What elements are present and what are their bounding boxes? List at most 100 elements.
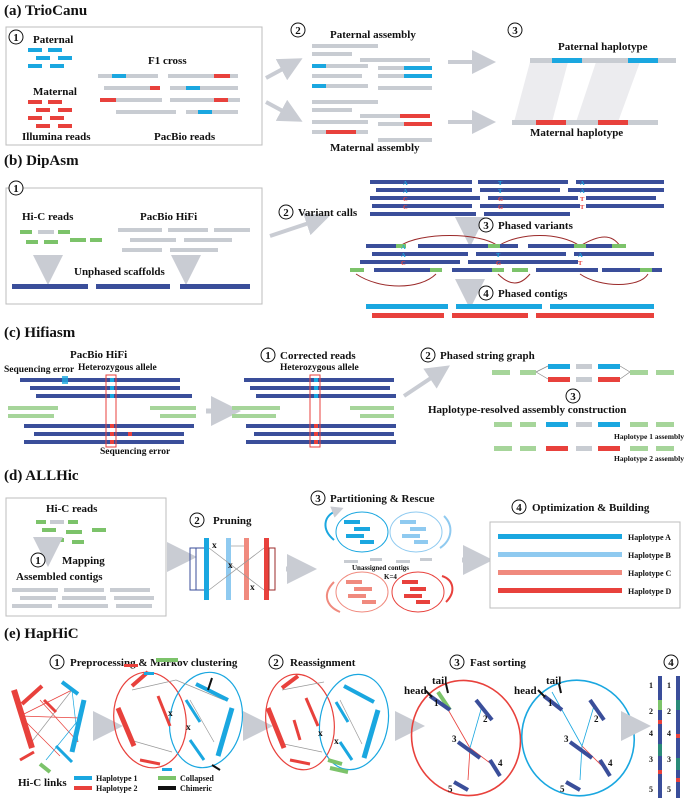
c-corrected-label: Corrected reads	[280, 350, 356, 362]
e-step2-marker: 2	[268, 654, 284, 670]
svg-text:2: 2	[649, 707, 653, 716]
c-seq-error2-label: Sequencing error	[100, 447, 171, 457]
a-pat-assembly-label: Paternal assembly	[330, 29, 416, 41]
d-hic-label: Hi-C reads	[46, 503, 98, 515]
d-unassigned-label: Unassigned contigs	[352, 564, 409, 572]
c-hifi-label: PacBio HiFi	[70, 349, 127, 361]
d-pruning-diagram: x x x	[189, 538, 276, 600]
b-hifi-reads	[118, 228, 250, 252]
svg-text:2: 2	[667, 707, 671, 716]
svg-text:1: 1	[649, 681, 653, 690]
b-phased-network: A A C T G A T	[350, 235, 662, 287]
c-step3-marker: 3	[565, 388, 581, 404]
e-blue-n4: 4	[608, 758, 613, 768]
b-phased-contigs	[366, 304, 654, 318]
svg-text:2: 2	[194, 515, 200, 527]
svg-text:C: C	[403, 196, 408, 203]
b-step2-marker: 2	[278, 204, 294, 220]
svg-text:1: 1	[265, 350, 271, 362]
e-network-3: x x	[265, 673, 390, 774]
e-blue-n5: 5	[560, 784, 565, 794]
svg-text:4: 4	[667, 729, 671, 738]
svg-text:1: 1	[54, 657, 60, 669]
svg-text:G: G	[498, 204, 503, 211]
e-leg-h2: Haplotype 2	[96, 784, 138, 793]
e-step4-marker: 4	[663, 654, 679, 670]
a-f1-label: F1 cross	[148, 55, 187, 67]
d-mapping-label: Mapping	[62, 555, 105, 567]
a-maternal-label: Maternal	[33, 86, 77, 98]
svg-text:2: 2	[425, 350, 431, 362]
d-hapC-label: Haplotype C	[628, 569, 672, 578]
c-string-graph-label: Phased string graph	[440, 350, 535, 362]
section-a-title: (a) TrioCanu	[4, 3, 87, 19]
svg-text:T: T	[580, 196, 585, 203]
b-variant-calls-label: Variant calls	[298, 207, 358, 219]
e-red-n2: 2	[483, 714, 488, 724]
section-a: (a) TrioCanu 1 Paternal Maternal F1 cros…	[4, 3, 676, 154]
svg-text:A: A	[403, 180, 408, 187]
svg-text:4: 4	[516, 502, 522, 514]
a-arrow-1	[265, 58, 303, 81]
e-leg-collapsed: Collapsed	[180, 774, 214, 783]
d-x-mark-2: x	[228, 561, 233, 571]
b-step3-marker: 3	[478, 217, 494, 233]
a-illumina-label: Illumina reads	[22, 131, 91, 143]
e-red-n4: 4	[498, 758, 503, 768]
svg-text:2: 2	[283, 207, 289, 219]
e-preproc-label: Preprocessing & Markov clustering	[70, 657, 238, 669]
svg-text:G: G	[496, 260, 501, 267]
d-hapA-label: Haplotype A	[628, 533, 671, 542]
b-step1-marker: 1	[8, 180, 24, 196]
e-blue-n3: 3	[564, 734, 569, 744]
e-network-2: x x	[113, 658, 244, 771]
e-final-scaffolds	[658, 676, 680, 798]
svg-text:A: A	[401, 244, 406, 251]
c-step1-marker: 1	[260, 347, 276, 363]
svg-text:3: 3	[315, 493, 321, 505]
svg-text:3: 3	[512, 25, 518, 37]
e-leg-chimeric: Chimeric	[180, 784, 212, 793]
e-red-n5: 5	[448, 784, 453, 794]
section-c-title: (c) Hifiasm	[4, 325, 76, 341]
svg-text:3: 3	[649, 755, 653, 764]
c-hap1-label: Haplotype 1 assembly	[614, 432, 684, 441]
section-e: (e) HapHiC 1 Preprocessing & Markov clus…	[4, 626, 680, 798]
svg-text:A: A	[580, 180, 585, 187]
svg-text:C: C	[403, 204, 408, 211]
a-step1-marker: 1	[8, 29, 24, 45]
e-blue-n1: 1	[548, 698, 553, 708]
svg-text:5: 5	[649, 785, 653, 794]
svg-text:4: 4	[483, 288, 489, 300]
e-hic-links-label: Hi-C links	[18, 777, 67, 789]
section-e-title: (e) HapHiC	[4, 626, 79, 642]
svg-text:4: 4	[668, 657, 674, 669]
svg-text:C: C	[401, 260, 406, 267]
d-optim-label: Optimization & Building	[532, 502, 650, 514]
e-final-numbers: 1 1 2 2 4 4 3 3 5 5	[649, 681, 671, 794]
e-leg-h1: Haplotype 1	[96, 774, 138, 783]
svg-text:1: 1	[13, 183, 19, 195]
c-hap-resolved-label: Haplotype-resolved assembly construction	[428, 404, 626, 416]
a-haplotypes	[512, 58, 676, 125]
e-head-label-1: head	[404, 685, 427, 697]
svg-text:1: 1	[35, 555, 41, 567]
d-x-mark-1: x	[212, 541, 217, 551]
d-haplotype-bars	[498, 534, 622, 593]
a-illumina-reads	[28, 48, 72, 128]
svg-text:1: 1	[667, 681, 671, 690]
d-step2-marker: 2	[189, 512, 205, 528]
e-x-mark-2: x	[186, 723, 191, 733]
d-k4-label: K=4	[384, 573, 397, 581]
b-variant-reads	[370, 180, 664, 216]
c-arrow-2	[402, 365, 450, 398]
svg-text:A: A	[580, 188, 585, 195]
section-c: (c) Hifiasm PacBio HiFi Sequencing error…	[4, 325, 684, 463]
e-legend	[74, 776, 176, 790]
d-step4-marker: 4	[511, 499, 527, 515]
c-seq-error-label: Sequencing error	[4, 365, 75, 375]
b-hic-label: Hi-C reads	[22, 211, 74, 223]
b-scaffolds	[12, 284, 250, 289]
b-step4-marker: 4	[478, 285, 494, 301]
d-assembled-label: Assembled contigs	[16, 571, 103, 583]
